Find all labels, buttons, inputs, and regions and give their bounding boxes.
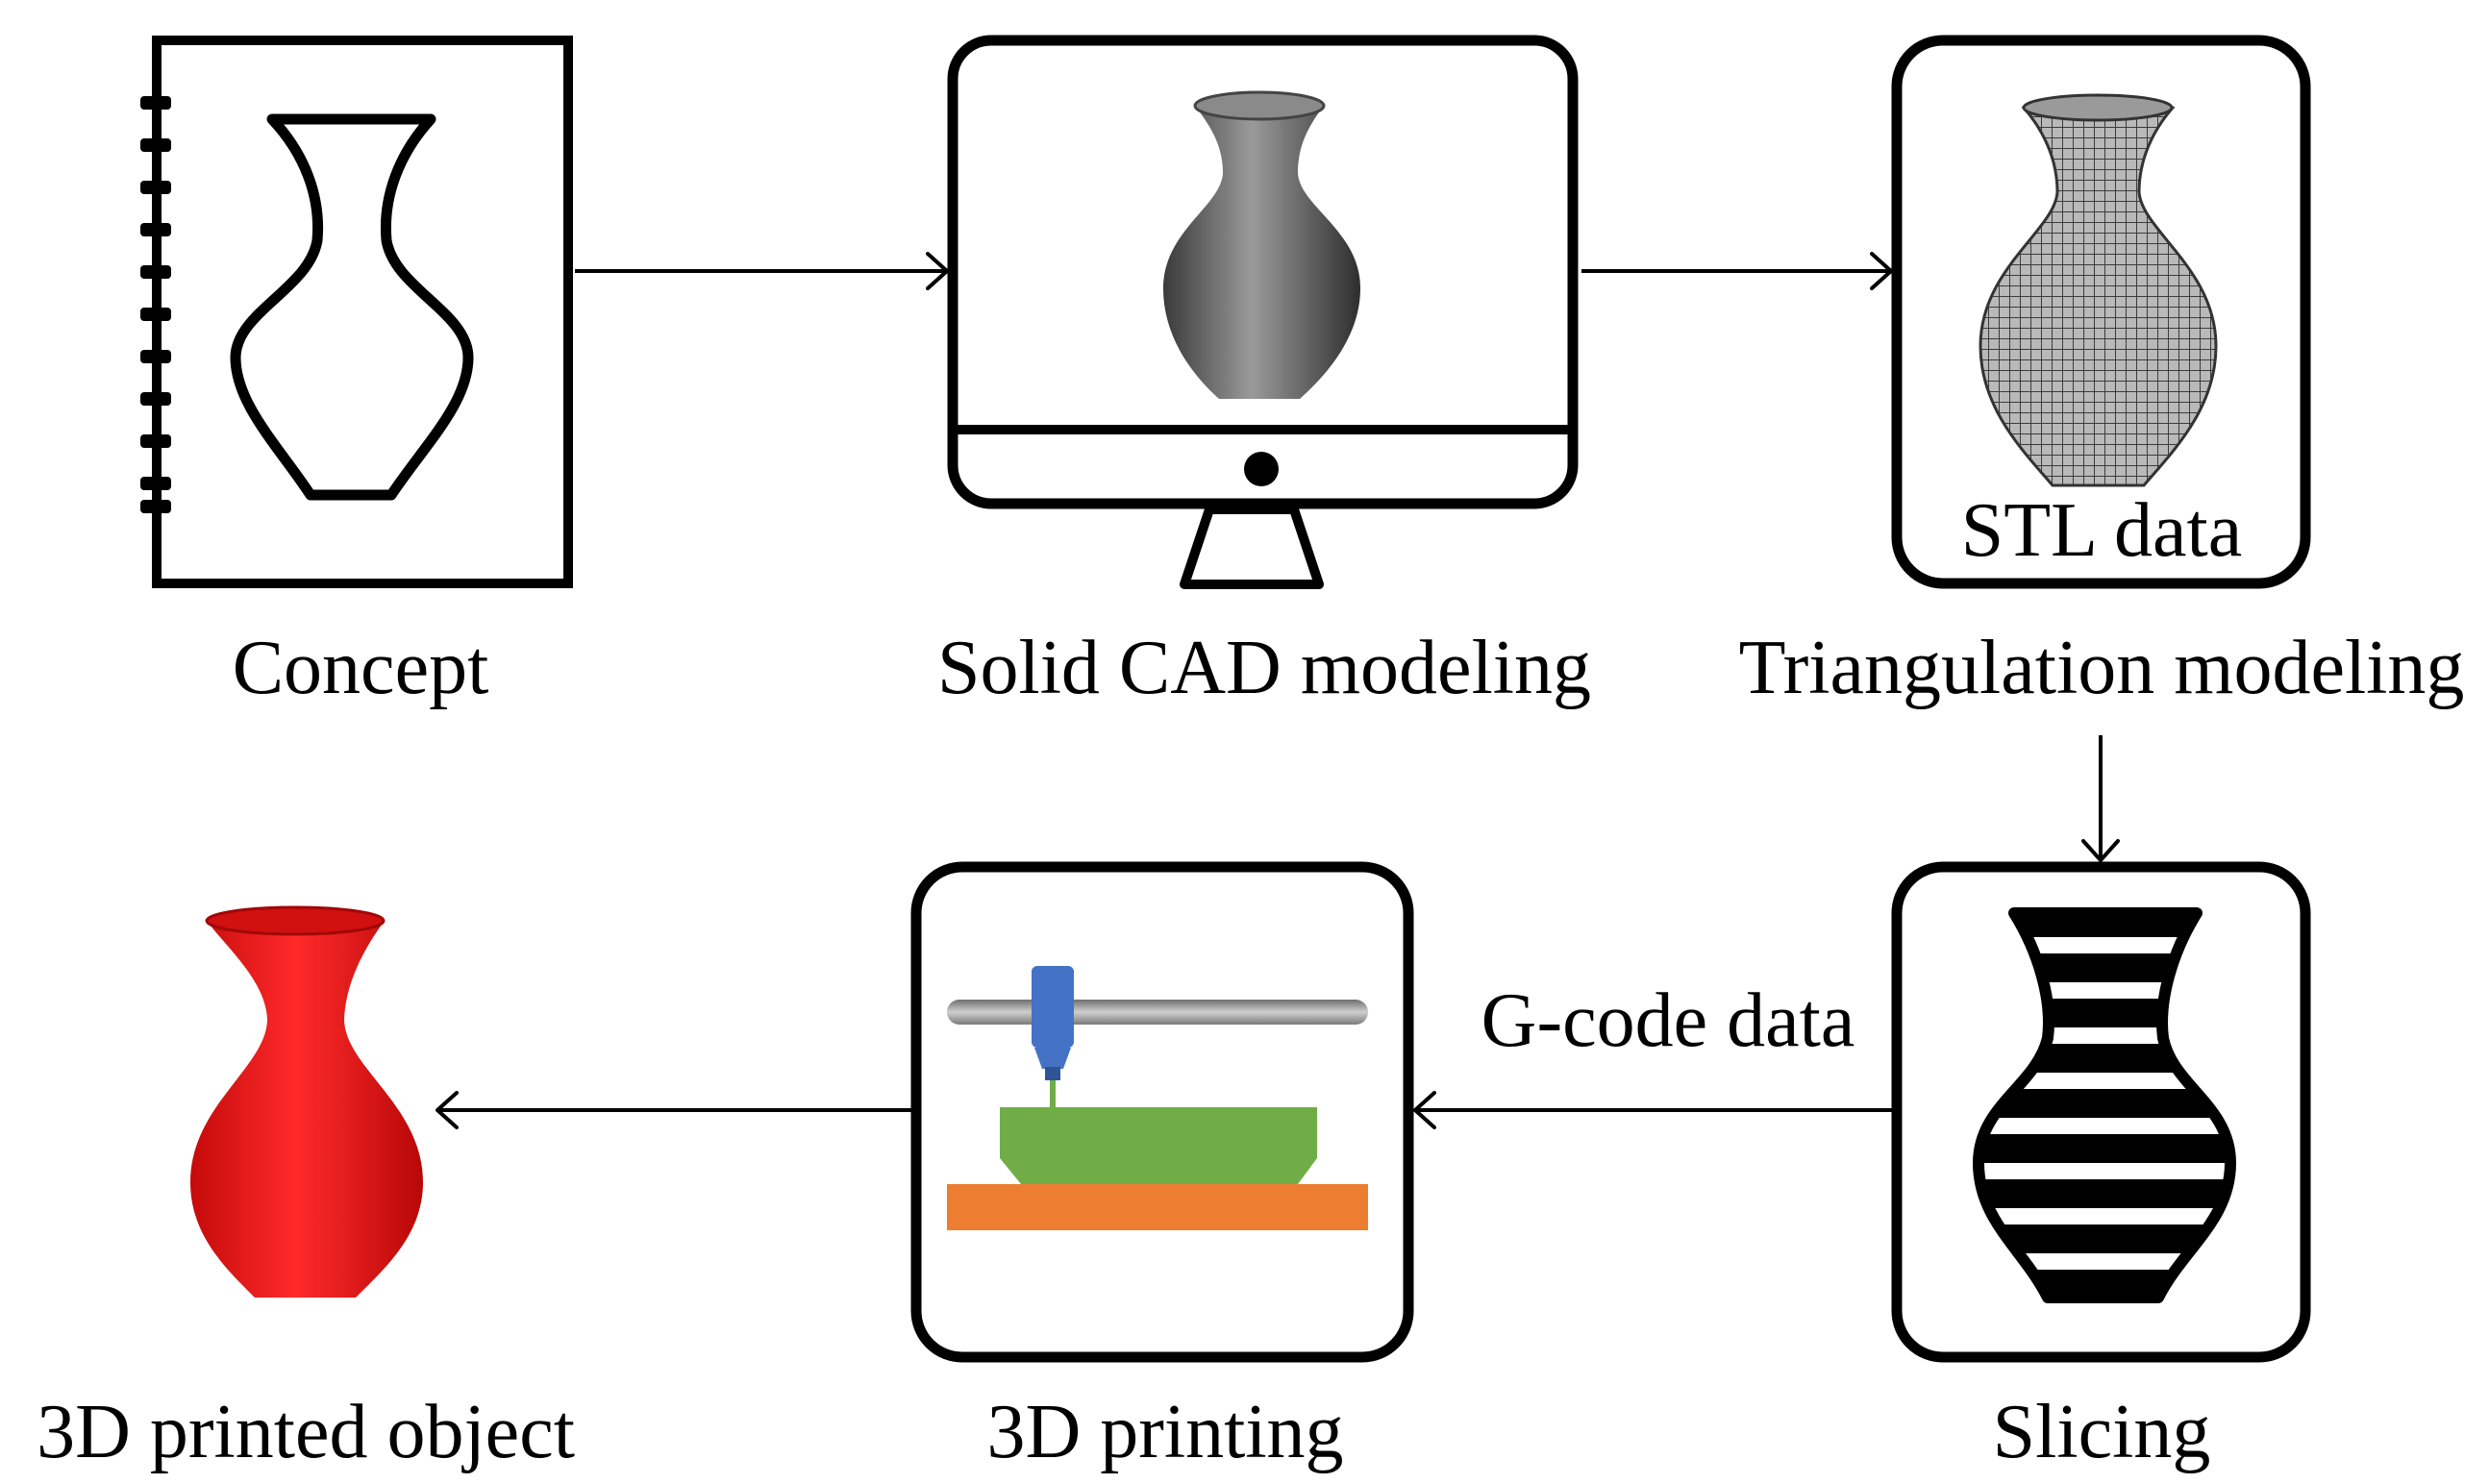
stl-data-label: STL data bbox=[1960, 488, 2243, 573]
gantry-rail-icon bbox=[947, 1000, 1368, 1025]
power-button-icon bbox=[1244, 452, 1279, 486]
printed-vase-icon bbox=[190, 905, 423, 1298]
printed-part-icon bbox=[1000, 1107, 1317, 1184]
step-label-slicing: Slicing bbox=[1992, 1390, 2211, 1474]
cad-vase-icon bbox=[1163, 90, 1360, 399]
gcode-data-label: G-code data bbox=[1481, 978, 1855, 1063]
stl-mesh-box bbox=[1891, 35, 2311, 589]
nozzle-icon bbox=[1032, 966, 1074, 1109]
computer-monitor-icon bbox=[947, 35, 1579, 589]
slicing-box bbox=[1891, 861, 2311, 1363]
step-label-solid-cad: Solid CAD modeling bbox=[936, 626, 1592, 710]
concept-sketchbook-icon bbox=[140, 36, 573, 588]
step-label-printed-object: 3D printed object bbox=[37, 1390, 575, 1474]
step-label-concept: Concept bbox=[232, 626, 489, 710]
print-bed-icon bbox=[947, 1184, 1368, 1230]
step-label-3d-printing: 3D printing bbox=[986, 1390, 1344, 1474]
sketched-vase-icon bbox=[230, 113, 474, 501]
spiral-binding-icon bbox=[140, 96, 171, 513]
step-label-triangulation: Triangulation modeling bbox=[1738, 626, 2465, 710]
sliced-vase-icon bbox=[1973, 907, 2236, 1303]
3d-printer-box bbox=[910, 861, 1414, 1363]
mesh-vase-icon bbox=[1979, 93, 2218, 487]
